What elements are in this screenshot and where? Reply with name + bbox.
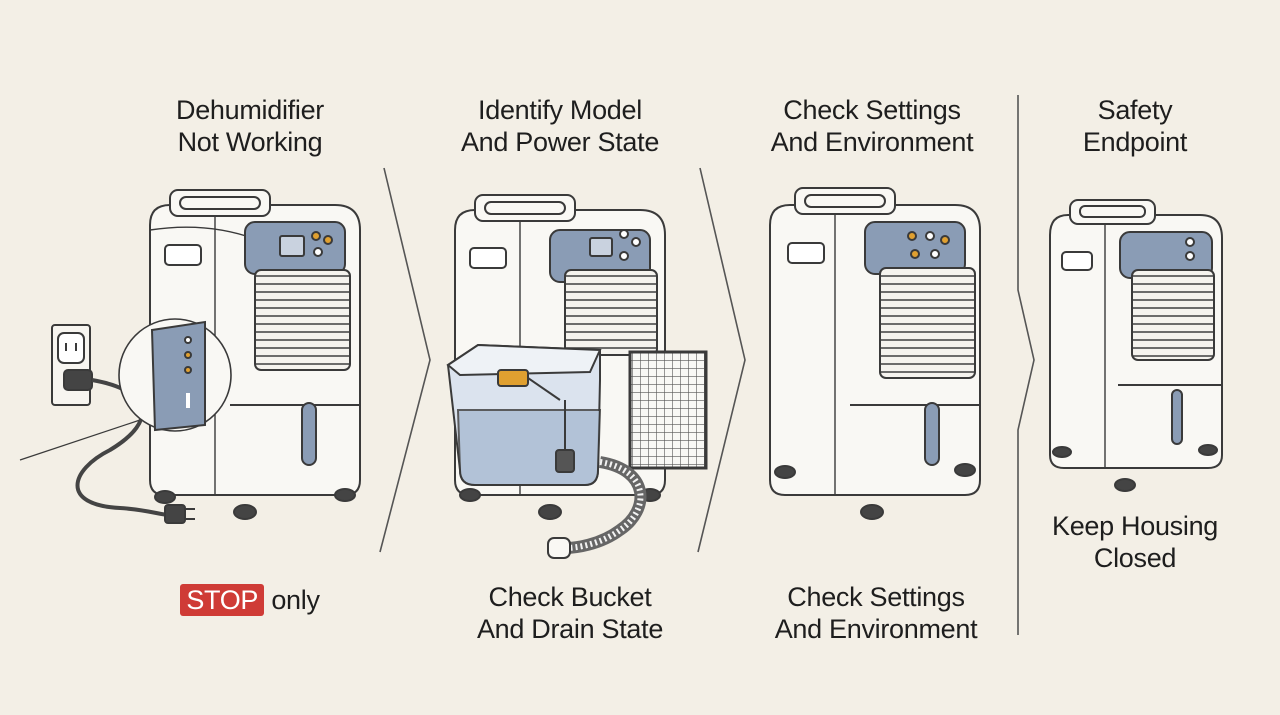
step-4-title: Safety Endpoint	[1040, 94, 1230, 158]
step-2-title-line-1: Identify Model	[478, 95, 642, 125]
step-divider-line-3	[1017, 95, 1035, 635]
dehumidifier-bucket-illustration	[446, 194, 708, 559]
step-divider-chevron-2	[697, 167, 746, 553]
step-4-title-line-2: Endpoint	[1082, 127, 1188, 157]
step-2-caption-line-2: And Drain State	[476, 614, 664, 644]
step-2-caption: Check Bucket And Drain State	[450, 581, 690, 645]
step-1-title: Dehumidifier Not Working	[130, 94, 370, 158]
step-1-caption-rest: only	[271, 585, 320, 615]
step-3-caption: Check Settings And Environment	[746, 581, 1006, 645]
step-2-caption-line-1: Check Bucket	[488, 582, 652, 612]
dehumidifier-settings-illustration	[769, 187, 981, 520]
step-4-caption-line-2: Closed	[1093, 543, 1177, 573]
step-3-caption-line-2: And Environment	[774, 614, 978, 644]
step-3-title-line-1: Check Settings	[783, 95, 961, 125]
step-4-title-line-1: Safety	[1097, 95, 1173, 125]
step-3-title-line-2: And Environment	[770, 127, 974, 157]
stop-badge: STOP	[180, 584, 265, 616]
step-divider-chevron-1	[379, 167, 431, 553]
step-4-caption-line-1: Keep Housing	[1051, 511, 1219, 541]
dehumidifier-closed-illustration	[1049, 199, 1223, 492]
step-1-title-line-2: Not Working	[177, 127, 323, 157]
step-4-caption: Keep Housing Closed	[1030, 510, 1240, 574]
step-2-title-line-2: And Power State	[460, 127, 660, 157]
dehumidifier-unplugged-illustration	[19, 189, 361, 524]
step-2-title: Identify Model And Power State	[430, 94, 690, 158]
step-1-title-line-1: Dehumidifier	[176, 95, 324, 125]
step-3-caption-line-1: Check Settings	[787, 582, 965, 612]
step-3-title: Check Settings And Environment	[742, 94, 1002, 158]
step-1-caption: STOP only	[150, 584, 350, 616]
